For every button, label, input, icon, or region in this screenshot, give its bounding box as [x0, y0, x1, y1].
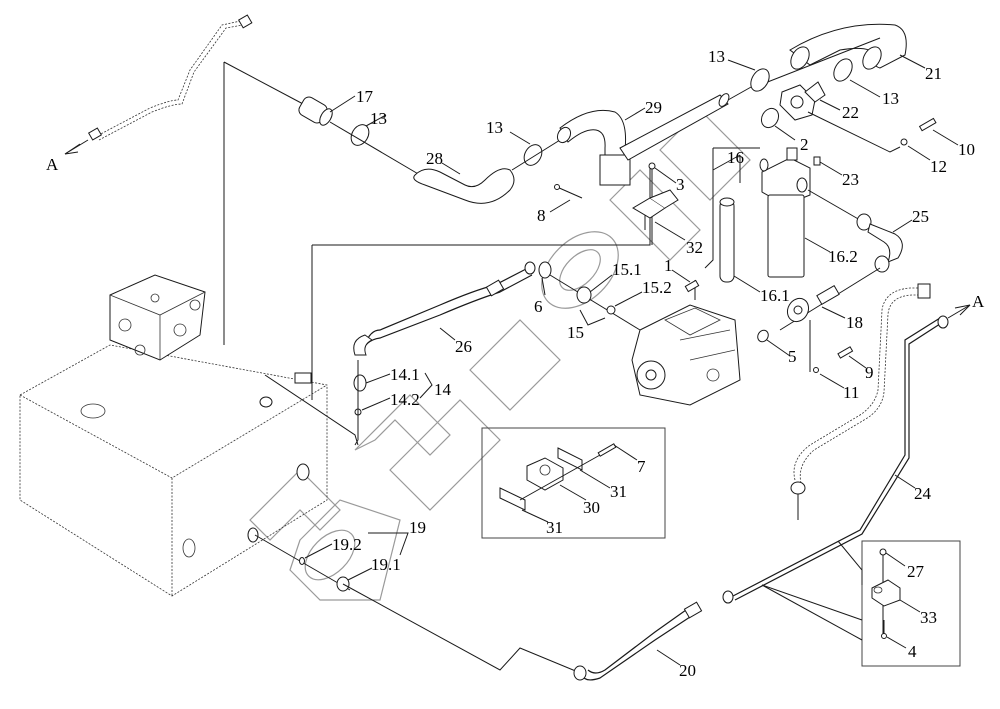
label-3: 3 [676, 175, 685, 194]
label-9: 9 [865, 363, 874, 382]
part-22-flange: 22 [779, 81, 901, 153]
label-16: 16 [727, 148, 744, 167]
label-26: 26 [455, 337, 472, 356]
part-17-fitting: 17 [298, 87, 374, 126]
part-10-12-bolt: 10 12 [900, 117, 975, 176]
label-33: 33 [920, 608, 937, 627]
part-5-oring: 5 [757, 329, 797, 366]
part-9-11-bolt: 9 11 [809, 320, 874, 402]
label-19-2: 19.2 [332, 535, 362, 554]
part-13-clamp-middle: 13 [486, 118, 561, 171]
label-32: 32 [686, 238, 703, 257]
part-6-elbow-fitting: 6 [524, 261, 641, 331]
part-20-hose: 20 [573, 590, 734, 681]
label-22: 22 [842, 103, 859, 122]
label-21: 21 [925, 64, 942, 83]
suction-hose [790, 283, 931, 520]
label-16-1: 16.1 [760, 286, 790, 305]
part-26-hose: 26 [353, 267, 533, 356]
label-30: 30 [583, 498, 600, 517]
part-14-fitting: 14.1 14.2 14 [353, 360, 452, 440]
part-3-32-bracket: 3 32 [632, 162, 703, 257]
label-2: 2 [800, 135, 809, 154]
label-10: 10 [958, 140, 975, 159]
inset-bracket-detail: 7 31 30 31 [481, 427, 666, 539]
label-15-2: 15.2 [642, 278, 672, 297]
label-16-2: 16.2 [828, 247, 858, 266]
hydraulic-pump: 1 [631, 256, 741, 406]
hydraulic-tank [19, 274, 328, 597]
part-8-bolt: 8 [537, 184, 583, 225]
label-13-a: 13 [370, 109, 387, 128]
label-17: 17 [356, 87, 374, 106]
label-15-1: 15.1 [612, 260, 642, 279]
label-1: 1 [664, 256, 673, 275]
part-21-hose: 21 [759, 23, 942, 86]
part-2-oring: 2 [760, 107, 809, 154]
label-5: 5 [788, 347, 797, 366]
label-25: 25 [912, 207, 929, 226]
label-6: 6 [534, 297, 543, 316]
label-28: 28 [426, 149, 443, 168]
part-25-fitting: 25 [807, 189, 929, 273]
watermark [249, 109, 751, 601]
label-31-b: 31 [546, 518, 563, 537]
label-14-1: 14.1 [390, 365, 420, 384]
part-16-1-element: 16.1 [719, 197, 790, 305]
label-12: 12 [930, 157, 947, 176]
label-27: 27 [907, 562, 925, 581]
label-14: 14 [434, 380, 452, 399]
part-13-clamp-upper-left: 13 [708, 47, 770, 92]
pipe-to-a-left: A [46, 14, 253, 174]
label-23: 23 [842, 170, 859, 189]
part-19-fitting: 19.2 19.1 19 [254, 518, 579, 673]
label-20: 20 [679, 661, 696, 680]
part-13-clamp-upper-right: 13 [833, 58, 899, 108]
arrow-label-a-left: A [46, 155, 59, 174]
leader-frame-lines [223, 61, 760, 446]
label-8: 8 [537, 206, 546, 225]
label-24: 24 [914, 484, 932, 503]
label-18: 18 [846, 313, 863, 332]
part-tube-upper [619, 81, 761, 161]
part-18-adapter: 18 [779, 267, 881, 332]
part-23-screw: 23 [813, 156, 859, 189]
label-4: 4 [908, 642, 917, 661]
label-29: 29 [645, 98, 662, 117]
part-16-filter: 16 16.2 [712, 147, 858, 278]
label-13-d: 13 [882, 89, 899, 108]
arrow-label-a-right: A [972, 292, 985, 311]
label-15: 15 [567, 323, 584, 342]
part-15-fitting: 15.1 15.2 15 [567, 260, 672, 342]
label-19: 19 [409, 518, 426, 537]
part-24-pipe: A 24 [732, 292, 985, 601]
label-19-1: 19.1 [371, 555, 401, 574]
part-13-clamp-left: 13 [329, 109, 421, 176]
label-14-2: 14.2 [390, 390, 420, 409]
part-29-elbow: 29 [556, 98, 662, 186]
label-7: 7 [637, 457, 646, 476]
label-13-c: 13 [708, 47, 725, 66]
label-31-a: 31 [610, 482, 627, 501]
inset-clip-detail: 27 33 4 [761, 540, 961, 667]
label-11: 11 [843, 383, 859, 402]
label-13-b: 13 [486, 118, 503, 137]
part-28-hose: 28 [413, 149, 515, 204]
